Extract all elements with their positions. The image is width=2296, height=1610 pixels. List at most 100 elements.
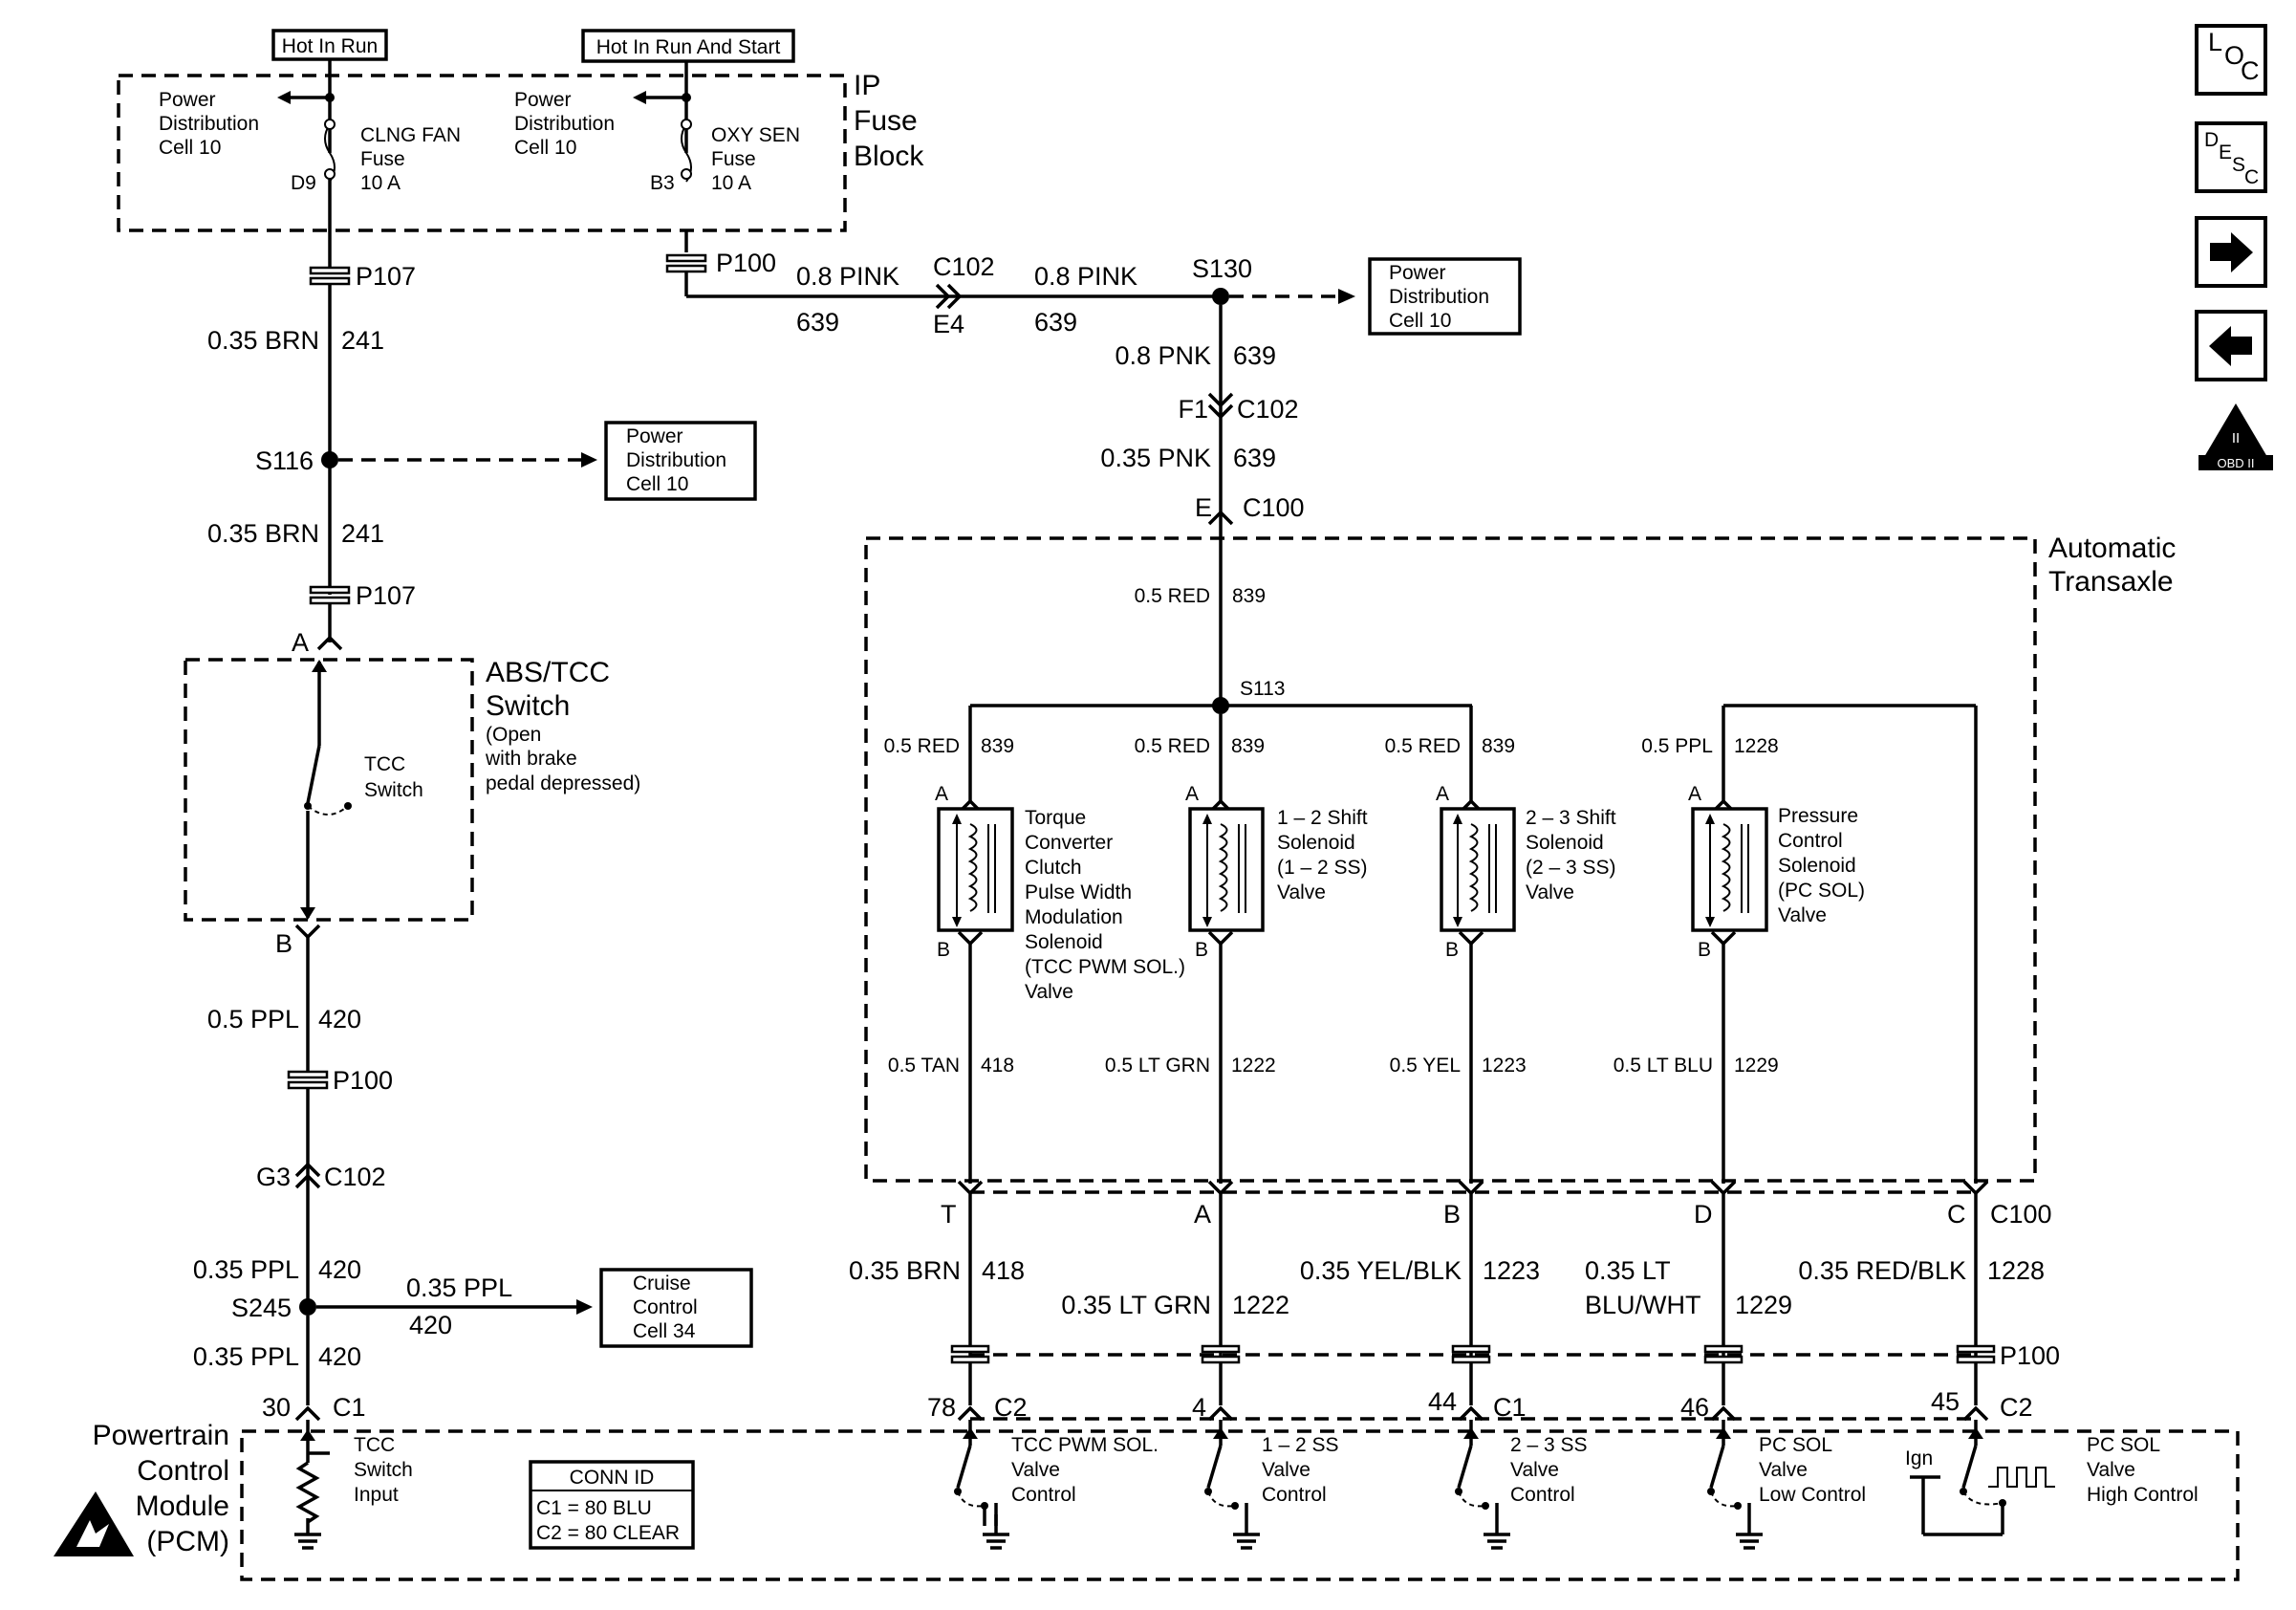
sol2-name-2: Solenoid <box>1277 832 1355 854</box>
c102-feed: C102 <box>1237 395 1299 424</box>
shift-solenoid-2-3: 0.5 RED 839 A B 2 – 3 Shift Solenoid (2 … <box>1385 735 1616 1184</box>
pcm-module: Powertrain Control Module (PCM) TCC Swit… <box>54 1420 2240 1581</box>
esd-warning-icon <box>54 1491 134 1556</box>
sol1-in-circuit: 839 <box>981 735 1014 757</box>
pin-a-switch: A <box>292 628 309 657</box>
switch-label-2: Switch <box>486 690 570 722</box>
desc-button[interactable]: D E S C <box>2195 121 2267 193</box>
ctrl-1-2: Valve <box>1011 1459 1060 1481</box>
sol4-in-color: 0.5 PPL <box>1641 735 1713 757</box>
harness-1-circuit: 418 <box>982 1256 1025 1285</box>
ctrl-2-3: Control <box>1262 1484 1327 1506</box>
obd-ii-button[interactable]: II OBD II <box>2199 403 2273 470</box>
fuse-block-label-3: Block <box>854 141 924 172</box>
left-circuit: P107 0.35 BRN 241 S116 Power Distributio… <box>184 262 757 1422</box>
driver-1-2-ss: 1 – 2 SS Valve Control <box>1204 1420 1339 1550</box>
feed-a-circuit: 639 <box>796 308 839 337</box>
desc-s: S <box>2232 154 2245 176</box>
sol2-out-circuit: 1222 <box>1231 1055 1276 1077</box>
branch-color: 0.35 PPL <box>406 1273 512 1302</box>
pcm-pin-78: 78 <box>927 1393 956 1422</box>
p100-top: P100 <box>716 249 776 277</box>
s130-ref-2: Distribution <box>1389 286 1489 308</box>
s116: S116 <box>255 446 314 475</box>
loc-button[interactable]: L O C <box>2195 24 2267 96</box>
wire1-color: 0.35 BRN <box>207 326 319 355</box>
tcc-switch-2: Switch <box>364 779 423 801</box>
conn-id-row-2: C2 = 80 CLEAR <box>536 1522 680 1544</box>
ctrl-5-3: High Control <box>2087 1484 2199 1506</box>
switch-note-1: (Open <box>486 724 541 746</box>
pin-b3: B3 <box>650 172 675 194</box>
wire4-circuit: 420 <box>318 1255 361 1284</box>
ctrl-4-1: PC SOL <box>1759 1434 1832 1456</box>
conn-id-row-1: C1 = 80 BLU <box>536 1497 652 1519</box>
obd-numeral: II <box>2232 430 2240 446</box>
tcc-input-resistor-icon <box>295 1461 320 1524</box>
next-page-button[interactable] <box>2195 216 2267 288</box>
p107-top-icon <box>309 266 351 275</box>
feed-d-circuit: 639 <box>1233 444 1276 472</box>
sol2-out-color: 0.5 LT GRN <box>1105 1055 1210 1077</box>
e4: E4 <box>933 310 964 338</box>
ctrl-4-3: Low Control <box>1759 1484 1866 1506</box>
harness-4-color-2: BLU/WHT <box>1585 1291 1701 1319</box>
feed-red-circuit: 839 <box>1232 585 1266 607</box>
ip-fuse-block: IP Fuse Block Hot In Run Hot In Run And … <box>117 29 924 270</box>
ctrl-2-2: Valve <box>1262 1459 1310 1481</box>
pressure-control-solenoid: 0.5 PPL 1228 A B Pressure Control Soleno… <box>1614 735 1865 1184</box>
clng-fan-fuse-3: 10 A <box>360 172 401 194</box>
p100-left-icon <box>287 1070 329 1079</box>
hot-in-run-label: Hot In Run <box>282 35 378 57</box>
pcm-pin-45-conn: C2 <box>2000 1393 2033 1422</box>
c100-top: C100 <box>1243 493 1305 522</box>
feed-b-color: 0.8 PINK <box>1034 262 1137 291</box>
wire1-circuit: 241 <box>341 326 384 355</box>
pcm-label-2: Control <box>137 1455 229 1487</box>
cruise-ref-1: Cruise <box>633 1273 691 1295</box>
s245-splice-icon <box>299 1298 316 1316</box>
sol2-name-4: Valve <box>1277 881 1326 903</box>
s130-splice-icon <box>1212 288 1229 305</box>
sol1-name-1: Torque <box>1025 807 1086 829</box>
pin-e: E <box>1195 493 1212 522</box>
s113: S113 <box>1240 678 1286 700</box>
sol4-name-2: Control <box>1778 830 1843 852</box>
desc-e: E <box>2219 141 2232 163</box>
ctrl-3-3: Control <box>1510 1484 1575 1506</box>
switch-label-1: ABS/TCC <box>486 657 610 688</box>
feed-d-color: 0.35 PNK <box>1100 444 1211 472</box>
harness-5-color: 0.35 RED/BLK <box>1798 1256 1966 1285</box>
c100-pin-d: D <box>1694 1200 1713 1229</box>
harness-2-circuit: 1222 <box>1232 1291 1289 1319</box>
desc-c: C <box>2244 166 2259 188</box>
harness-2-color: 0.35 LT GRN <box>1061 1291 1211 1319</box>
sol4-out-color: 0.5 LT BLU <box>1614 1055 1713 1077</box>
oxy-sen-fuse-1: OXY SEN <box>711 124 800 146</box>
top-feed: P100 0.8 PINK 639 C102 E4 0.8 PINK 639 S… <box>665 230 1522 700</box>
ctrl-3-1: 2 – 3 SS <box>1510 1434 1588 1456</box>
sol1-out-color: 0.5 TAN <box>888 1055 960 1077</box>
feed-red-color: 0.5 RED <box>1135 585 1210 607</box>
wire2-circuit: 241 <box>341 519 384 548</box>
c102-left: C102 <box>324 1163 386 1191</box>
feed-c-circuit: 639 <box>1233 341 1276 370</box>
driver-2-3-ss: 2 – 3 SS Valve Control <box>1455 1420 1588 1550</box>
s116-ref-2: Distribution <box>626 449 726 471</box>
sol3-pin-a: A <box>1436 783 1449 805</box>
previous-page-button[interactable] <box>2195 310 2267 381</box>
sol3-in-circuit: 839 <box>1482 735 1515 757</box>
automatic-transaxle: Automatic Transaxle 0.5 RED 839 S113 0.5… <box>864 533 2176 1184</box>
sol3-out-circuit: 1223 <box>1482 1055 1527 1077</box>
tcc-switch-contact <box>306 745 321 804</box>
sol4-pin-a: A <box>1688 783 1701 805</box>
s245: S245 <box>231 1294 292 1322</box>
c100-pin-t: T <box>941 1200 957 1229</box>
sol1-name-7: (TCC PWM SOL.) <box>1025 956 1185 978</box>
ign-label: Ign <box>1905 1447 1933 1469</box>
loc-c: C <box>2241 56 2260 85</box>
obd-label: OBD II <box>2217 456 2254 470</box>
sol1-name-8: Valve <box>1025 981 1073 1003</box>
tcc-input-1: TCC <box>354 1434 395 1456</box>
